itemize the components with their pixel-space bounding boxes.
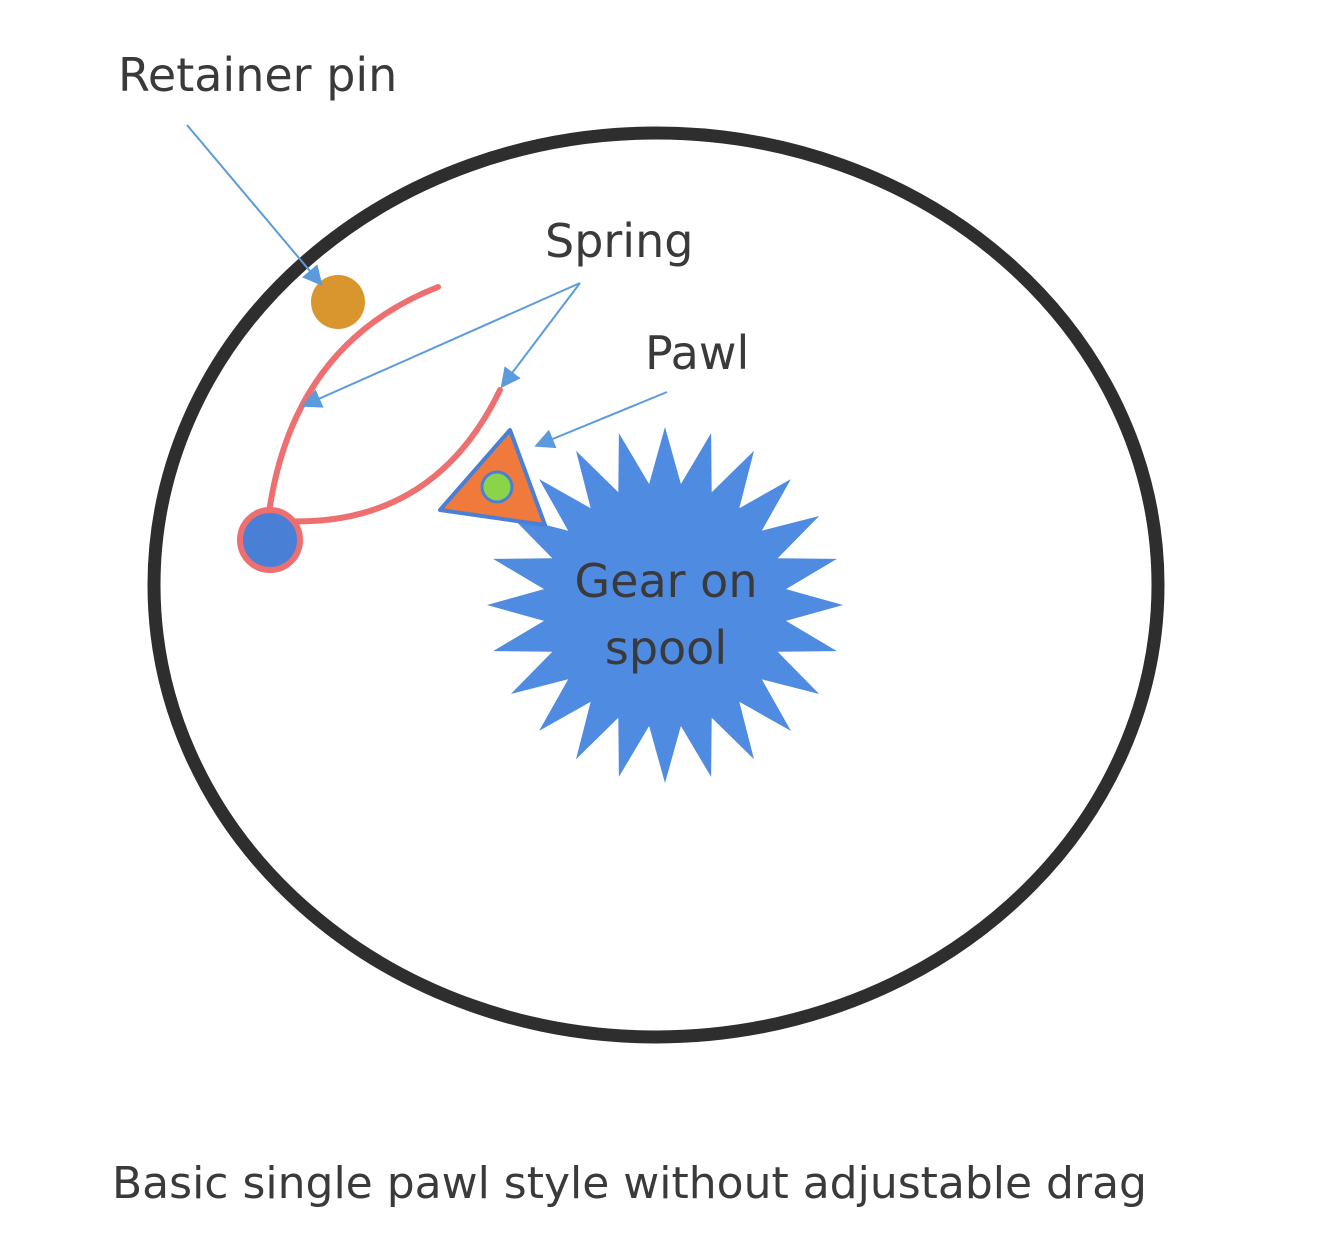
retainer-pin-arrow <box>186 124 323 287</box>
retainer-pin <box>311 275 365 329</box>
retainer-pin-label: Retainer pin <box>118 48 398 102</box>
gear-shape <box>487 427 843 783</box>
pawl-pin <box>480 470 514 504</box>
diagram-caption: Basic single pawl style without adjustab… <box>112 1158 1147 1209</box>
spring-arrow-left <box>301 282 581 408</box>
spring-arrow-right <box>500 282 581 389</box>
pawl-arrow <box>534 391 668 449</box>
gear-label: Gear on spool <box>574 554 758 675</box>
pawl-pivot <box>237 507 303 573</box>
spring-label: Spring <box>545 214 694 268</box>
pawl-label: Pawl <box>645 326 750 380</box>
reel-housing <box>147 126 1165 1044</box>
